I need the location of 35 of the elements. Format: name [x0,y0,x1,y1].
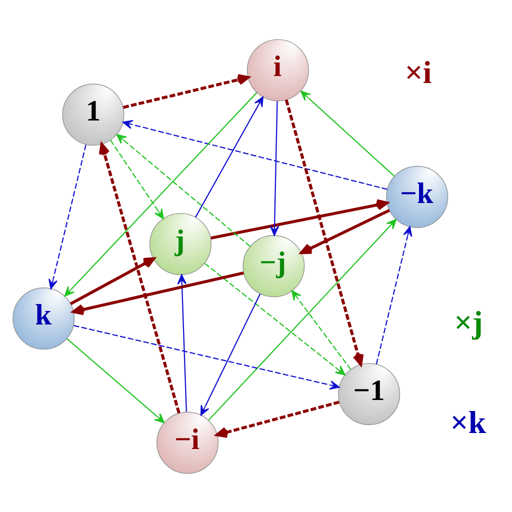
arrow [200,293,261,416]
arrow [284,98,364,366]
arrow [291,290,352,370]
arrow [98,142,180,413]
arrow [300,90,395,176]
node-circle: −i [156,411,219,474]
node-circle: k [12,287,75,350]
arrow [208,218,397,420]
node-circle: i [246,38,309,101]
arrow [122,74,250,108]
node-circle: j [150,212,212,275]
arrow [122,119,388,190]
node-circle: −j [242,234,305,297]
arrow [72,271,244,315]
arrow [210,198,388,239]
arrow [116,133,250,246]
arrow [74,324,340,390]
arrow [195,96,264,218]
arrow [48,144,86,289]
arrow [216,400,340,438]
arrow [110,139,164,219]
arrow [66,338,165,423]
label: ×j [454,304,483,340]
arrow [64,92,258,296]
label: ×k [450,404,486,440]
arrow [204,262,346,375]
arrow [270,100,280,236]
arrow [177,274,187,412]
node-circle: −k [386,165,448,228]
arrow [300,208,390,254]
arrow [376,226,412,364]
node-circle: 1 [62,83,124,146]
arrow [70,256,155,305]
label: ×i [404,54,432,90]
node-circle: −1 [338,362,400,425]
